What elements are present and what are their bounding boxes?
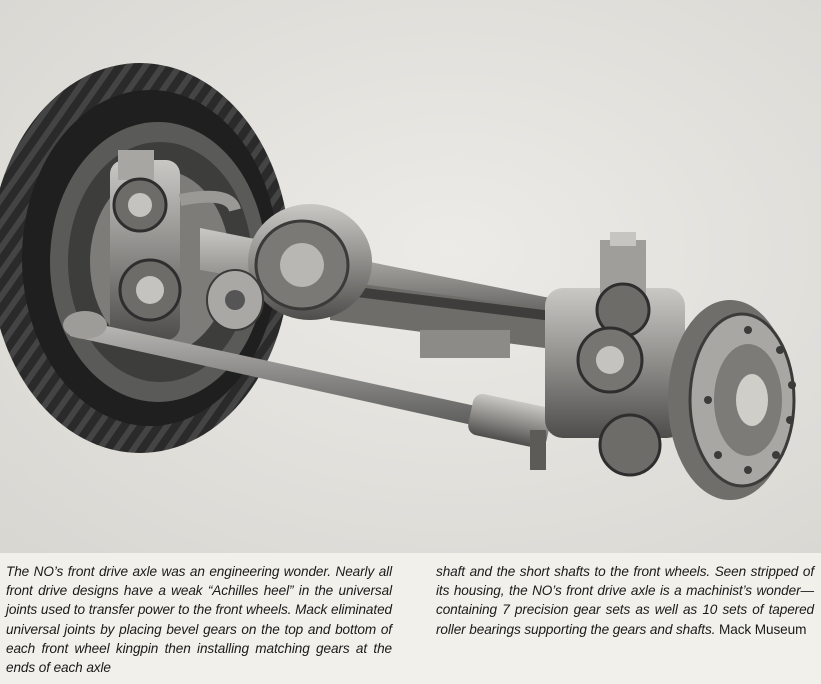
right-wheel-hub bbox=[668, 300, 796, 500]
caption-right-text: shaft and the short shafts to the front … bbox=[436, 564, 814, 637]
axle-photograph bbox=[0, 0, 821, 553]
differential bbox=[206, 204, 372, 331]
caption: The NO’s front drive axle was an enginee… bbox=[0, 562, 821, 680]
right-kingpin-gearset bbox=[545, 232, 685, 477]
caption-left-text: The NO’s front drive axle was an enginee… bbox=[6, 564, 392, 676]
caption-column-right: shaft and the short shafts to the front … bbox=[436, 562, 814, 639]
tie-rod bbox=[63, 311, 552, 470]
left-kingpin-gearset bbox=[110, 150, 241, 340]
caption-column-left: The NO’s front drive axle was an enginee… bbox=[6, 562, 392, 677]
axle-illustration bbox=[0, 0, 821, 553]
photo-credit: Mack Museum bbox=[719, 621, 807, 637]
